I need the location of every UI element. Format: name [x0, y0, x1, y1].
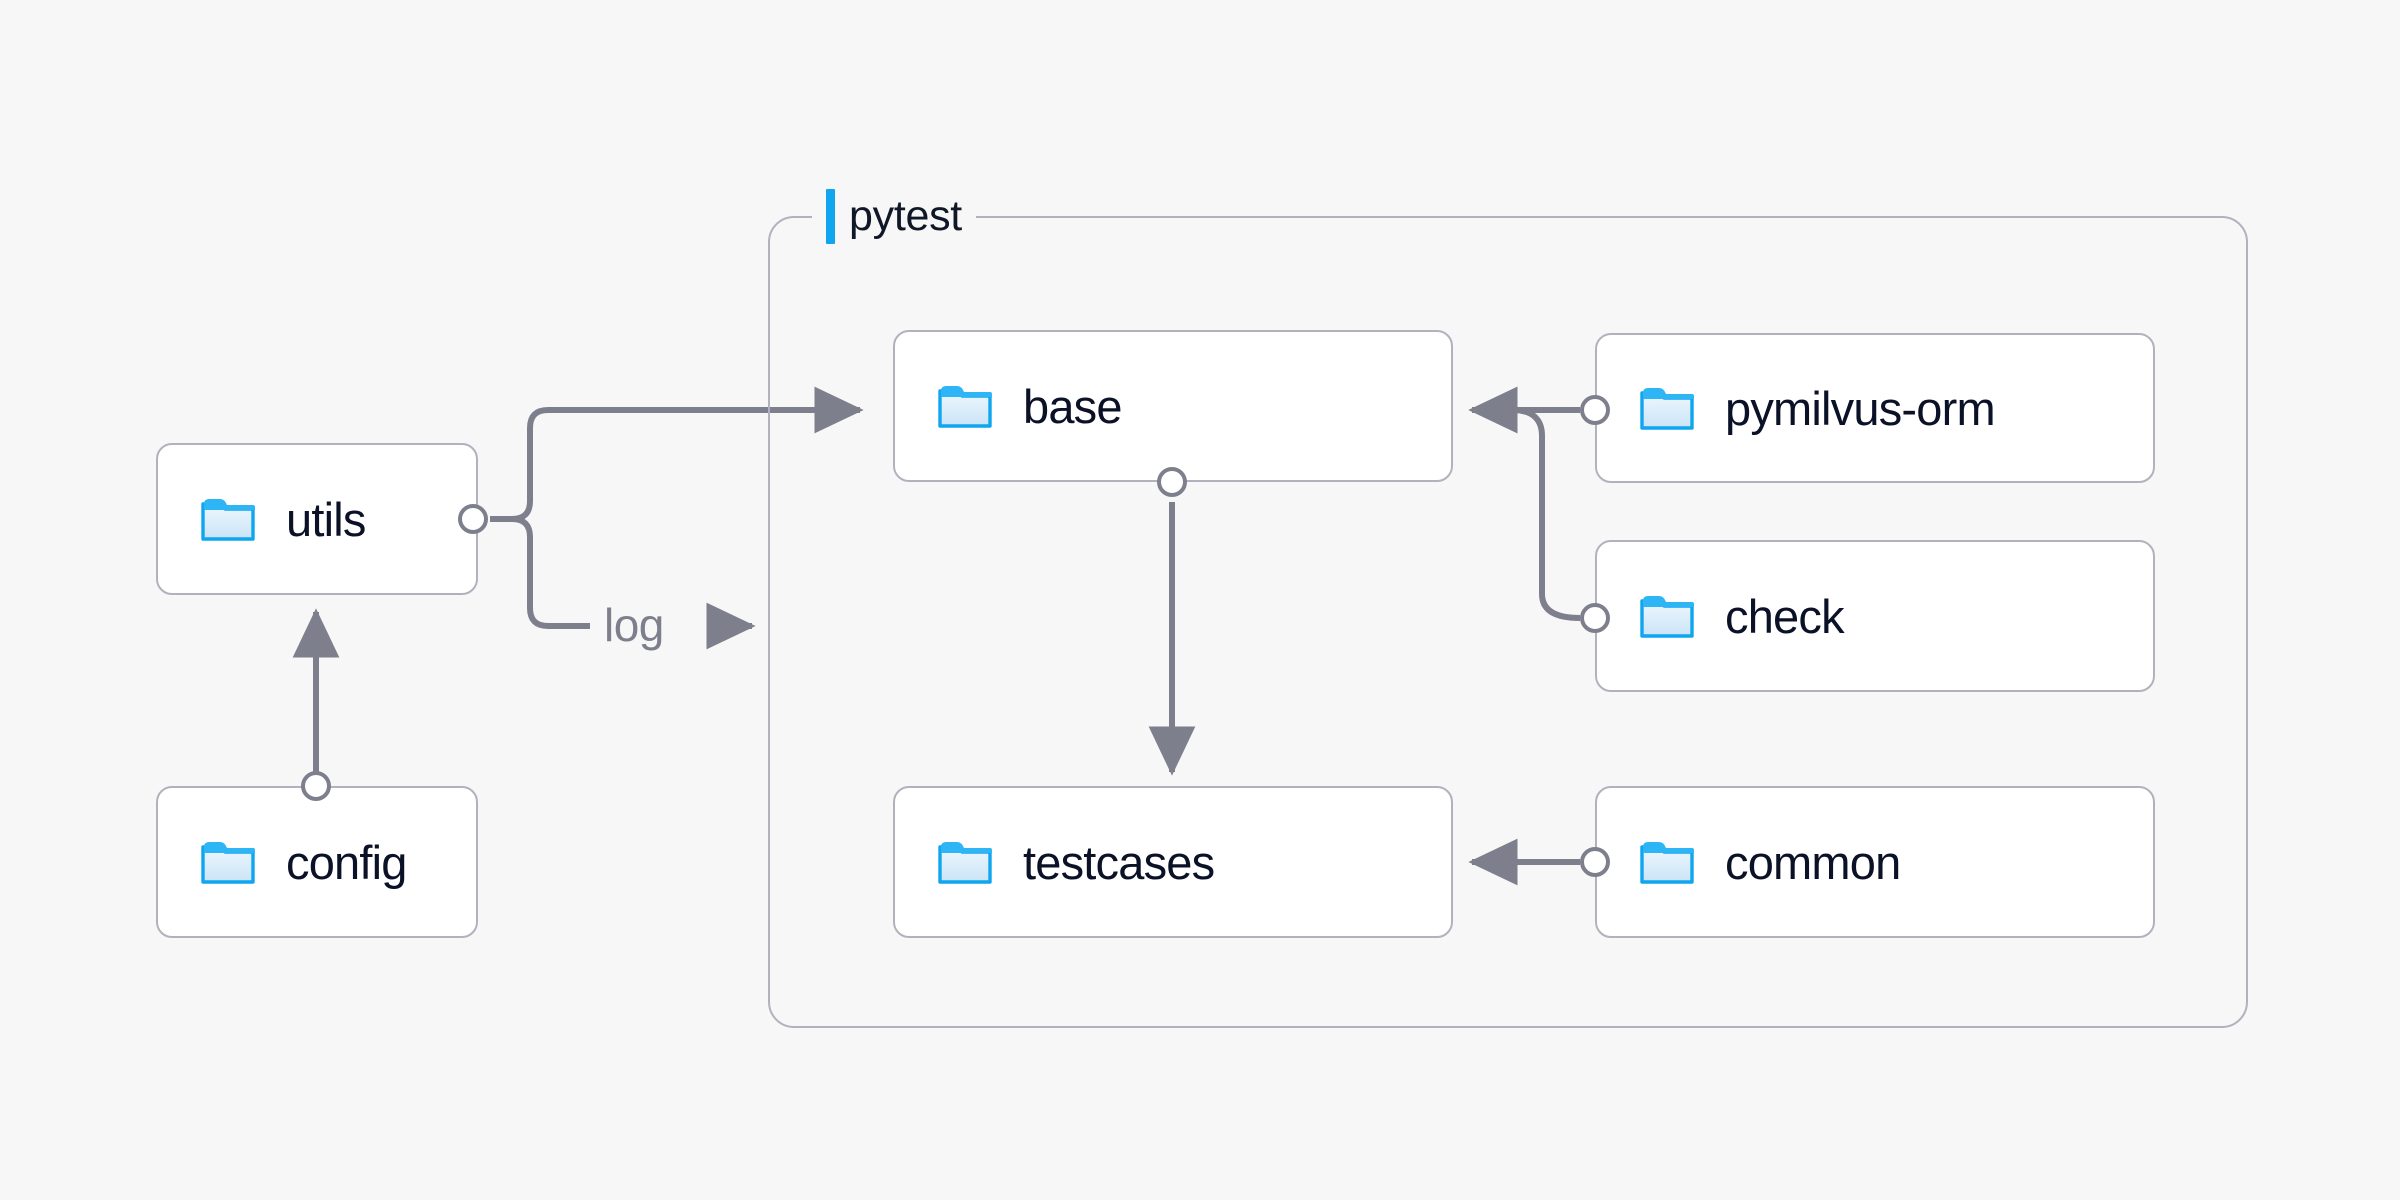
folder-icon	[938, 386, 992, 428]
node-pymilvus-orm[interactable]: pymilvus-orm	[1595, 333, 2155, 483]
group-pytest-label-text: pytest	[849, 191, 962, 240]
node-testcases-label: testcases	[1023, 835, 1215, 889]
folder-icon	[1640, 842, 1694, 884]
node-common[interactable]: common	[1595, 786, 2155, 938]
folder-icon	[201, 842, 255, 884]
node-config-label: config	[286, 835, 407, 889]
node-base-label: base	[1023, 379, 1123, 433]
group-accent-bar	[826, 188, 835, 244]
edge-label-log: log	[604, 599, 664, 651]
port-pymilvus-orm-left[interactable]	[1580, 395, 1610, 425]
node-check[interactable]: check	[1595, 540, 2155, 692]
node-common-label: common	[1725, 835, 1901, 889]
group-pytest	[768, 216, 2248, 1028]
folder-icon	[1640, 388, 1694, 430]
node-check-label: check	[1725, 589, 1845, 643]
port-base-bottom[interactable]	[1157, 467, 1187, 497]
node-utils-label: utils	[286, 492, 366, 546]
folder-icon	[938, 842, 992, 884]
port-config-top[interactable]	[301, 771, 331, 801]
edge-utils-to-log	[490, 516, 590, 629]
group-pytest-label: pytest	[812, 187, 976, 245]
node-config[interactable]: config	[156, 786, 478, 938]
node-base[interactable]: base	[893, 330, 1453, 482]
port-check-left[interactable]	[1580, 603, 1610, 633]
folder-icon	[1640, 596, 1694, 638]
node-pymilvus-orm-label: pymilvus-orm	[1725, 381, 1996, 435]
port-utils-right[interactable]	[458, 504, 488, 534]
port-common-left[interactable]	[1580, 847, 1610, 877]
folder-icon	[201, 499, 255, 541]
node-utils[interactable]: utils	[156, 443, 478, 595]
node-testcases[interactable]: testcases	[893, 786, 1453, 938]
